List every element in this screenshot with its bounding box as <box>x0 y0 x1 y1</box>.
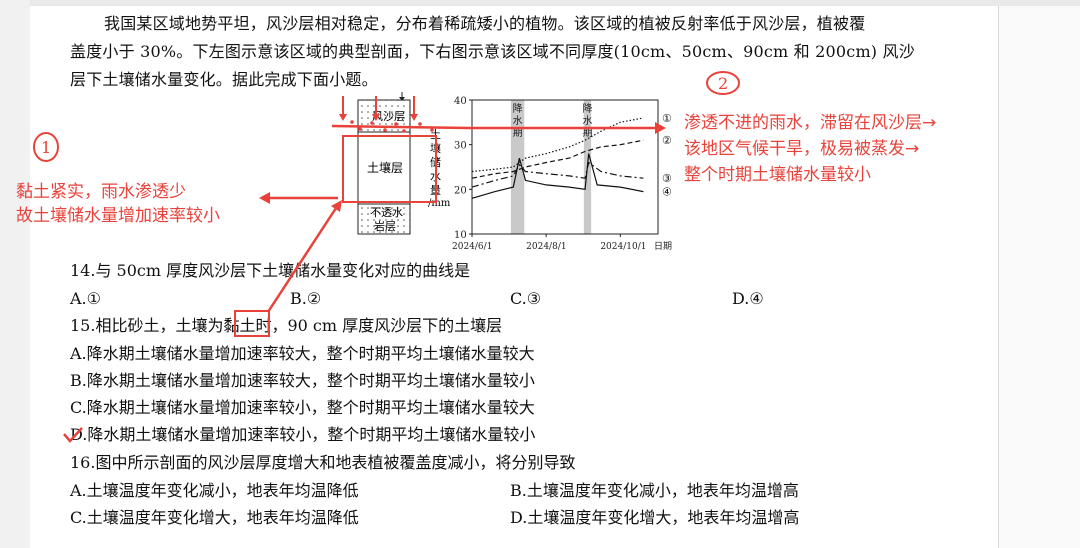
q16-option-b[interactable]: B.土壤温度年变化减小，地表年均温增高 <box>510 481 799 500</box>
rain-period-label-2: 降 <box>582 102 592 115</box>
q16-stem: 16.图中所示剖面的风沙层厚度增大和地表植被覆盖度减小，将分别导致 <box>70 453 576 472</box>
series-label-4: ④ <box>662 186 672 199</box>
right-margin-area <box>999 6 1080 548</box>
q14-option-d[interactable]: D.④ <box>732 289 764 308</box>
sand-layer-label: 风沙层 <box>372 110 405 123</box>
x-tick-label: 2024/6/1 <box>452 242 492 252</box>
plot-frame <box>471 99 659 235</box>
q14-option-a[interactable]: A.① <box>70 289 101 308</box>
passage-line-2: 盖度小于 30%。下左图示意该区域的典型剖面，下右图示意该区域不同厚度(10cm… <box>70 42 915 61</box>
y-tick-label: 20 <box>454 185 467 196</box>
q15-option-c[interactable]: C.降水期土壤储水量增加速率较小，整个时期平均土壤储水量较大 <box>70 398 535 417</box>
q14-stem: 14.与 50cm 厚度风沙层下土壤储水量变化对应的曲线是 <box>70 261 471 280</box>
rain-period-label-2: 水 <box>582 115 592 127</box>
window-top-bar <box>0 0 1080 6</box>
passage: 我国某区域地势平坦，风沙层相对稳定，分布着稀疏矮小的植物。该区域的植被反射率低于… <box>70 10 970 94</box>
page-edge <box>998 6 999 548</box>
note-right: 渗透不进的雨水，滞留在风沙层→ 该地区气候干旱，极易被蒸发→ 整个时期土壤储水量… <box>684 110 936 188</box>
rain-period-label-1: 降 <box>513 102 523 115</box>
rock-layer <box>357 203 411 235</box>
y-tick-label: 30 <box>454 141 467 152</box>
q14-option-b[interactable]: B.② <box>290 289 322 308</box>
rain-period-label-2: 期 <box>582 127 592 139</box>
soil-layer-label: 土壤层 <box>367 160 403 175</box>
q15-option-d[interactable]: D.降水期土壤储水量增加速率较小，整个时期平均土壤储水量较小 <box>70 425 536 444</box>
left-gutter <box>0 0 30 548</box>
series-label-3: ③ <box>662 172 672 185</box>
series-line-1 <box>471 117 644 173</box>
q15-option-a[interactable]: A.降水期土壤储水量增加速率较大，整个时期平均土壤储水量较大 <box>70 344 535 363</box>
q16-option-a[interactable]: A.土壤温度年变化减小，地表年均温降低 <box>70 481 359 500</box>
circle-1-number: 1 <box>41 138 51 157</box>
rain-period-label-1: 水 <box>513 115 523 127</box>
series-line-4 <box>471 153 644 199</box>
x-tick-label: 2024/10/1 <box>600 242 646 252</box>
circle-1-mark <box>33 132 59 162</box>
note-left: 黏土紧实，雨水渗透少 故土壤储水量增加速率较小 <box>16 180 220 228</box>
series-label-1: ① <box>662 112 672 125</box>
series-line-3 <box>471 161 644 188</box>
series-line-2 <box>471 139 644 179</box>
y-tick-label: 10 <box>454 230 467 241</box>
rain-period-label-1: 期 <box>513 127 523 139</box>
rock-layer-label-1: 不透水 <box>370 206 403 219</box>
q16-option-d[interactable]: D.土壤温度年变化增大，地表年均温增高 <box>510 508 800 527</box>
x-axis-label: 日期 <box>654 241 672 252</box>
q16-option-c[interactable]: C.土壤温度年变化增大，地表年均温降低 <box>70 508 359 527</box>
note-left-line-1: 黏土紧实，雨水渗透少 <box>16 182 186 202</box>
note-right-line-1: 渗透不进的雨水，滞留在风沙层→ <box>684 113 937 133</box>
note-right-line-3: 整个时期土壤储水量较小 <box>684 165 871 185</box>
note-right-line-2: 该地区气候干旱，极易被蒸发→ <box>684 139 920 159</box>
rock-layer-label-2: 岩层 <box>374 219 396 233</box>
axis-unit: /mm <box>428 198 451 209</box>
y-tick-label: 40 <box>454 96 467 107</box>
passage-line-1: 我国某区域地势平坦，风沙层相对稳定，分布着稀疏矮小的植物。该区域的植被反射率低于… <box>104 14 866 33</box>
series-label-2: ② <box>662 134 672 147</box>
q14-option-c[interactable]: C.③ <box>510 289 542 308</box>
x-tick-label: 2024/8/1 <box>526 242 566 252</box>
q15-option-b[interactable]: B.降水期土壤储水量增加速率较大，整个时期平均土壤储水量较小 <box>70 371 535 390</box>
passage-line-3: 层下土壤储水量变化。据此完成下面小题。 <box>70 70 378 89</box>
note-left-line-2: 故土壤储水量增加速率较小 <box>16 206 220 226</box>
axis-char-1: 土 <box>430 128 441 141</box>
q15-stem: 15.相比砂土，土壤为黏土时，90 cm 厚度风沙层下的土壤层 <box>70 316 503 335</box>
